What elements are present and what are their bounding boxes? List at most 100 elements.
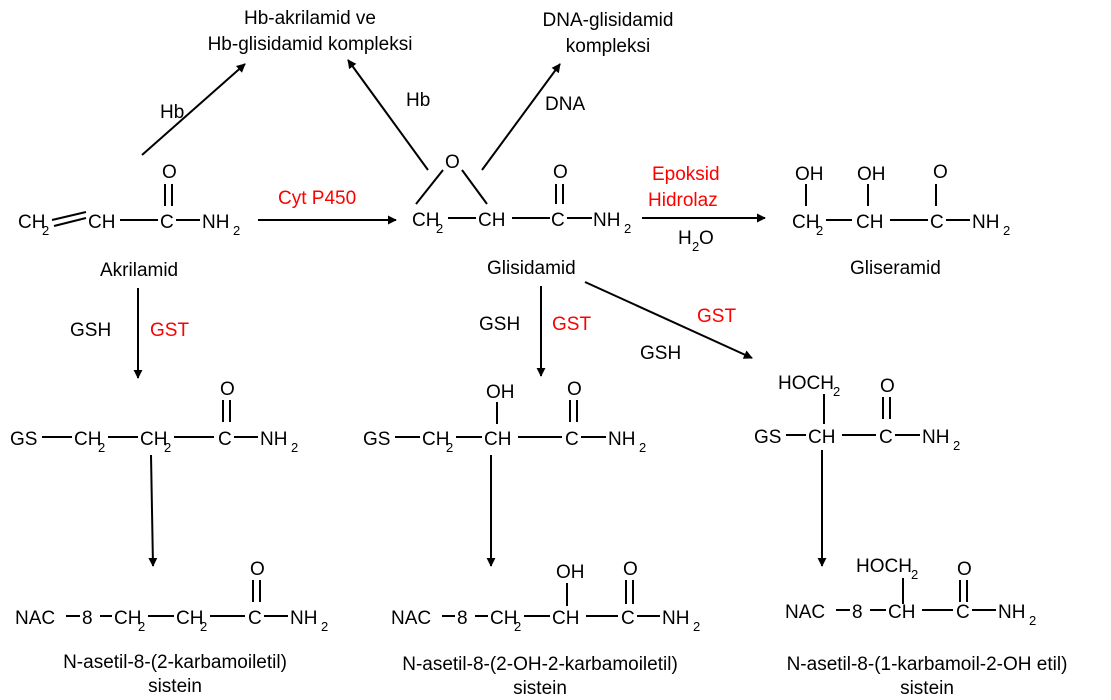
water-label: H 2 O bbox=[678, 228, 714, 254]
arrow-gst-right bbox=[584, 281, 753, 359]
svg-text:2: 2 bbox=[514, 619, 521, 634]
svg-text:GS: GS bbox=[10, 429, 37, 450]
product-mid-name-line2: sistein bbox=[513, 678, 567, 699]
svg-text:NH: NH bbox=[662, 608, 689, 629]
hb-complex-line1: Hb-akrilamid ve bbox=[244, 8, 376, 29]
svg-text:NH: NH bbox=[922, 427, 949, 448]
svg-text:CH: CH bbox=[552, 608, 579, 629]
svg-text:O: O bbox=[957, 559, 972, 580]
svg-text:C: C bbox=[956, 602, 970, 623]
svg-text:2: 2 bbox=[436, 221, 443, 236]
svg-text:2: 2 bbox=[233, 223, 240, 238]
product-right-name-line1: N-asetil-8-(1-karbamoil-2-OH etil) bbox=[787, 654, 1068, 675]
svg-text:2: 2 bbox=[816, 223, 823, 238]
gst-label-left: GST bbox=[150, 320, 189, 341]
glycidamide-name: Glisidamid bbox=[487, 258, 576, 279]
dna-complex-line2: kompleksi bbox=[566, 36, 650, 57]
svg-text:C: C bbox=[621, 608, 635, 629]
glyceramide-name: Gliseramid bbox=[850, 258, 941, 279]
svg-text:8: 8 bbox=[82, 608, 93, 629]
svg-text:O: O bbox=[623, 559, 638, 580]
svg-text:CH: CH bbox=[18, 212, 45, 233]
svg-text:H: H bbox=[678, 228, 692, 249]
svg-text:NH: NH bbox=[202, 212, 229, 233]
svg-text:CH: CH bbox=[140, 429, 167, 450]
svg-text:NAC: NAC bbox=[391, 608, 431, 629]
svg-text:HOCH: HOCH bbox=[856, 556, 912, 577]
svg-text:NH: NH bbox=[972, 212, 999, 233]
gst-label-right: GST bbox=[697, 306, 736, 327]
svg-text:O: O bbox=[250, 559, 265, 580]
svg-text:NAC: NAC bbox=[785, 602, 825, 623]
gsh-label-left: GSH bbox=[70, 320, 111, 341]
svg-text:C: C bbox=[248, 608, 262, 629]
svg-text:O: O bbox=[445, 152, 460, 173]
svg-text:GS: GS bbox=[754, 427, 781, 448]
hb-label-right: Hb bbox=[406, 90, 430, 111]
svg-text:NH: NH bbox=[608, 429, 635, 450]
svg-text:NH: NH bbox=[998, 602, 1025, 623]
svg-text:NH: NH bbox=[593, 210, 620, 231]
svg-text:2: 2 bbox=[1029, 613, 1036, 628]
svg-text:2: 2 bbox=[446, 440, 453, 455]
svg-text:2: 2 bbox=[200, 619, 207, 634]
epoxide-label-line2: Hidrolaz bbox=[648, 190, 718, 211]
svg-text:NAC: NAC bbox=[15, 608, 55, 629]
svg-text:NH: NH bbox=[260, 429, 287, 450]
product-left-name-line2: sistein bbox=[148, 676, 202, 697]
svg-text:2: 2 bbox=[291, 440, 298, 455]
hb-complex-line2: Hb-glisidamid kompleksi bbox=[208, 34, 413, 55]
hb-label-left: Hb bbox=[160, 102, 184, 123]
svg-text:2: 2 bbox=[693, 619, 700, 634]
svg-text:OH: OH bbox=[857, 164, 886, 185]
svg-text:O: O bbox=[553, 162, 568, 183]
svg-text:2: 2 bbox=[98, 440, 105, 455]
svg-text:2: 2 bbox=[138, 619, 145, 634]
svg-text:C: C bbox=[160, 212, 174, 233]
svg-text:2: 2 bbox=[164, 440, 171, 455]
dna-label: DNA bbox=[545, 94, 585, 115]
svg-text:O: O bbox=[933, 162, 948, 183]
acrylamide-name: Akrilamid bbox=[100, 260, 178, 281]
svg-text:CH: CH bbox=[490, 608, 517, 629]
svg-text:CH: CH bbox=[176, 608, 203, 629]
arrow-glycidamide-to-hb bbox=[347, 59, 429, 171]
svg-text:2: 2 bbox=[321, 619, 328, 634]
dna-complex-line1: DNA-glisidamid bbox=[543, 10, 674, 31]
svg-text:2: 2 bbox=[692, 239, 699, 254]
product-mid-name-line1: N-asetil-8-(2-OH-2-karbamoiletil) bbox=[402, 654, 678, 675]
svg-text:CH: CH bbox=[792, 212, 819, 233]
svg-text:CH: CH bbox=[412, 210, 439, 231]
svg-text:NH: NH bbox=[290, 608, 317, 629]
arrow-to-product-left bbox=[148, 454, 158, 567]
svg-text:2: 2 bbox=[624, 221, 631, 236]
svg-text:2: 2 bbox=[953, 438, 960, 453]
svg-text:O: O bbox=[699, 228, 714, 249]
svg-text:8: 8 bbox=[852, 602, 863, 623]
gst-label-mid: GST bbox=[552, 314, 591, 335]
svg-text:CH: CH bbox=[856, 212, 883, 233]
svg-text:C: C bbox=[930, 212, 944, 233]
gsh-label-right: GSH bbox=[640, 343, 681, 364]
gsh-label-mid: GSH bbox=[479, 314, 520, 335]
svg-text:C: C bbox=[551, 210, 565, 231]
svg-text:8: 8 bbox=[457, 608, 468, 629]
svg-text:CH: CH bbox=[74, 429, 101, 450]
svg-text:O: O bbox=[162, 162, 177, 183]
cyt-p450-label: Cyt P450 bbox=[278, 188, 356, 209]
svg-text:O: O bbox=[880, 376, 895, 397]
svg-text:2: 2 bbox=[42, 223, 49, 238]
svg-text:C: C bbox=[565, 429, 579, 450]
svg-text:O: O bbox=[220, 379, 235, 400]
arrow-glycidamide-to-dna bbox=[481, 63, 561, 171]
svg-text:CH: CH bbox=[888, 602, 915, 623]
